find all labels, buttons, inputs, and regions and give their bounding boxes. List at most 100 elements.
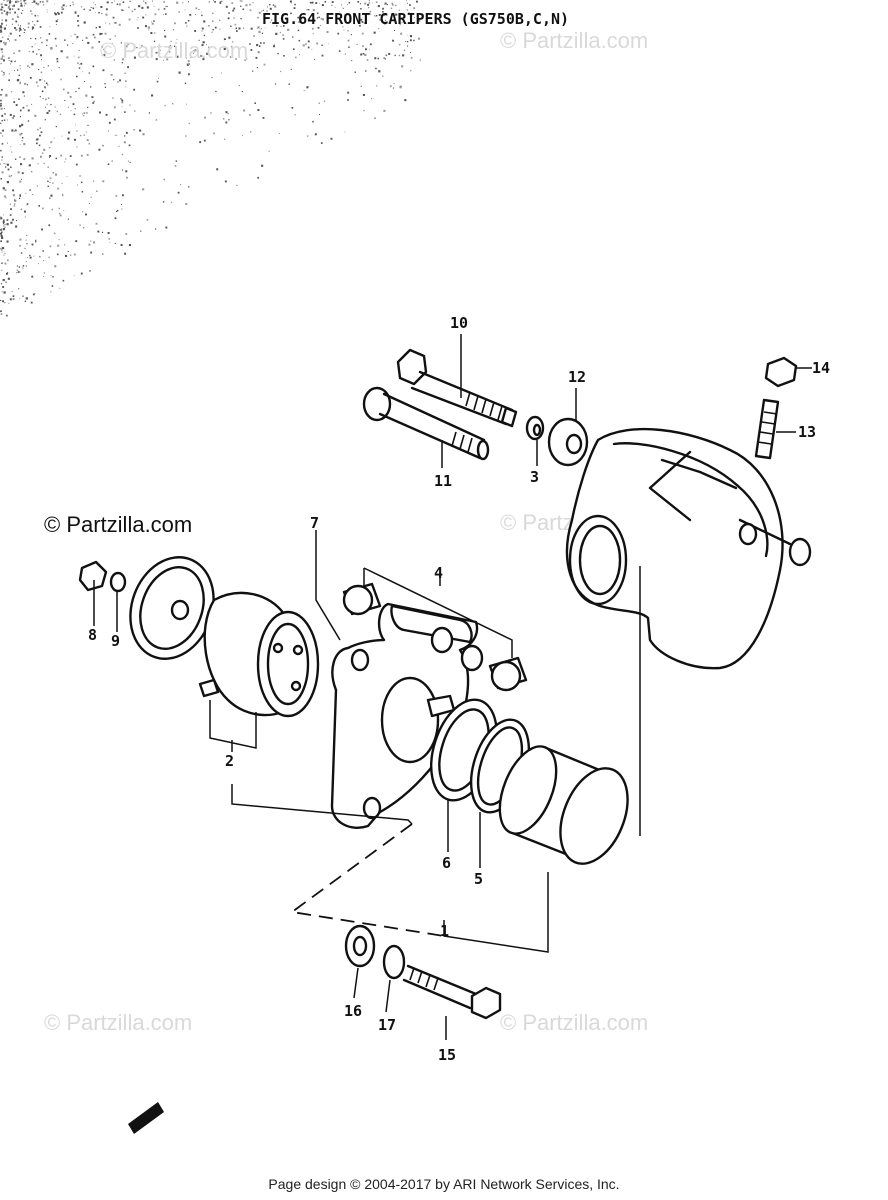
noise-speck xyxy=(231,2,234,4)
noise-speck xyxy=(111,2,113,4)
noise-speck xyxy=(20,2,22,5)
noise-speck xyxy=(278,133,280,135)
noise-speck xyxy=(23,0,26,2)
noise-speck xyxy=(327,43,329,45)
noise-speck xyxy=(188,186,190,188)
callout-3: 3 xyxy=(530,468,539,486)
noise-speck xyxy=(406,0,407,1)
noise-speck xyxy=(172,103,174,105)
noise-speck xyxy=(347,99,349,101)
noise-speck xyxy=(10,60,13,63)
noise-speck xyxy=(18,266,21,268)
noise-speck xyxy=(33,0,36,3)
noise-speck xyxy=(185,57,187,59)
noise-speck xyxy=(3,219,5,221)
noise-speck xyxy=(3,254,5,256)
noise-speck xyxy=(195,14,196,15)
noise-speck xyxy=(2,36,4,38)
noise-speck xyxy=(398,54,401,57)
noise-speck xyxy=(229,56,232,58)
noise-speck xyxy=(234,23,237,26)
noise-speck xyxy=(30,10,32,12)
noise-speck xyxy=(336,22,338,25)
noise-speck xyxy=(158,8,160,11)
noise-speck xyxy=(307,46,310,49)
noise-speck xyxy=(120,244,123,246)
noise-speck xyxy=(41,90,44,93)
noise-speck xyxy=(0,107,3,110)
noise-speck xyxy=(145,2,147,4)
noise-speck xyxy=(25,261,27,263)
noise-speck xyxy=(19,194,21,196)
noise-speck xyxy=(27,120,30,122)
noise-speck xyxy=(188,73,190,76)
noise-speck xyxy=(74,11,77,13)
noise-speck xyxy=(369,10,372,13)
noise-speck xyxy=(18,27,21,30)
noise-speck xyxy=(102,180,105,183)
noise-speck xyxy=(0,8,3,11)
callout-11: 11 xyxy=(434,472,452,490)
noise-speck xyxy=(113,59,115,61)
noise-speck xyxy=(8,73,10,75)
part-10-bolt xyxy=(396,348,518,428)
callout-6: 6 xyxy=(442,854,451,872)
noise-speck xyxy=(0,234,3,237)
noise-speck xyxy=(63,210,65,212)
noise-speck xyxy=(121,153,123,156)
noise-speck xyxy=(210,112,212,114)
noise-speck xyxy=(35,2,38,5)
noise-speck xyxy=(290,2,292,4)
noise-speck xyxy=(9,32,11,34)
noise-speck xyxy=(308,9,310,11)
noise-speck xyxy=(153,5,155,7)
noise-speck xyxy=(10,91,13,93)
noise-speck xyxy=(1,51,3,53)
noise-speck xyxy=(337,32,340,35)
noise-speck xyxy=(27,257,29,259)
noise-speck xyxy=(25,265,28,267)
noise-speck xyxy=(98,148,101,151)
noise-speck xyxy=(0,149,2,152)
noise-speck xyxy=(7,142,8,144)
noise-speck xyxy=(318,16,320,18)
noise-speck xyxy=(0,32,2,34)
noise-speck xyxy=(133,56,136,59)
noise-speck xyxy=(324,100,326,102)
noise-speck xyxy=(4,113,6,115)
noise-speck xyxy=(303,90,305,92)
noise-speck xyxy=(112,97,114,99)
noise-speck xyxy=(225,121,228,124)
noise-speck xyxy=(147,26,150,29)
noise-speck xyxy=(74,138,76,141)
noise-speck xyxy=(401,65,404,68)
noise-speck xyxy=(314,58,315,60)
noise-speck xyxy=(11,1,13,2)
noise-speck xyxy=(91,46,94,49)
noise-speck xyxy=(391,3,394,6)
noise-speck xyxy=(78,87,80,90)
noise-speck xyxy=(113,0,115,2)
noise-speck xyxy=(410,70,412,72)
noise-speck xyxy=(288,83,290,85)
noise-speck xyxy=(76,146,78,148)
noise-speck xyxy=(1,156,3,158)
noise-speck xyxy=(269,7,272,10)
noise-speck xyxy=(185,22,187,24)
noise-speck xyxy=(11,18,14,20)
noise-speck xyxy=(19,156,21,158)
noise-speck xyxy=(1,119,3,122)
part-8-bolt xyxy=(78,560,108,592)
noise-speck xyxy=(347,39,350,42)
noise-speck xyxy=(297,29,300,32)
noise-speck xyxy=(40,155,42,158)
noise-speck xyxy=(118,145,120,147)
noise-speck xyxy=(7,0,9,2)
noise-speck xyxy=(289,0,292,3)
noise-speck xyxy=(347,91,350,94)
noise-speck xyxy=(6,314,8,317)
noise-speck xyxy=(224,180,227,183)
noise-speck xyxy=(0,216,2,218)
noise-speck xyxy=(19,197,21,199)
noise-speck xyxy=(93,2,95,4)
